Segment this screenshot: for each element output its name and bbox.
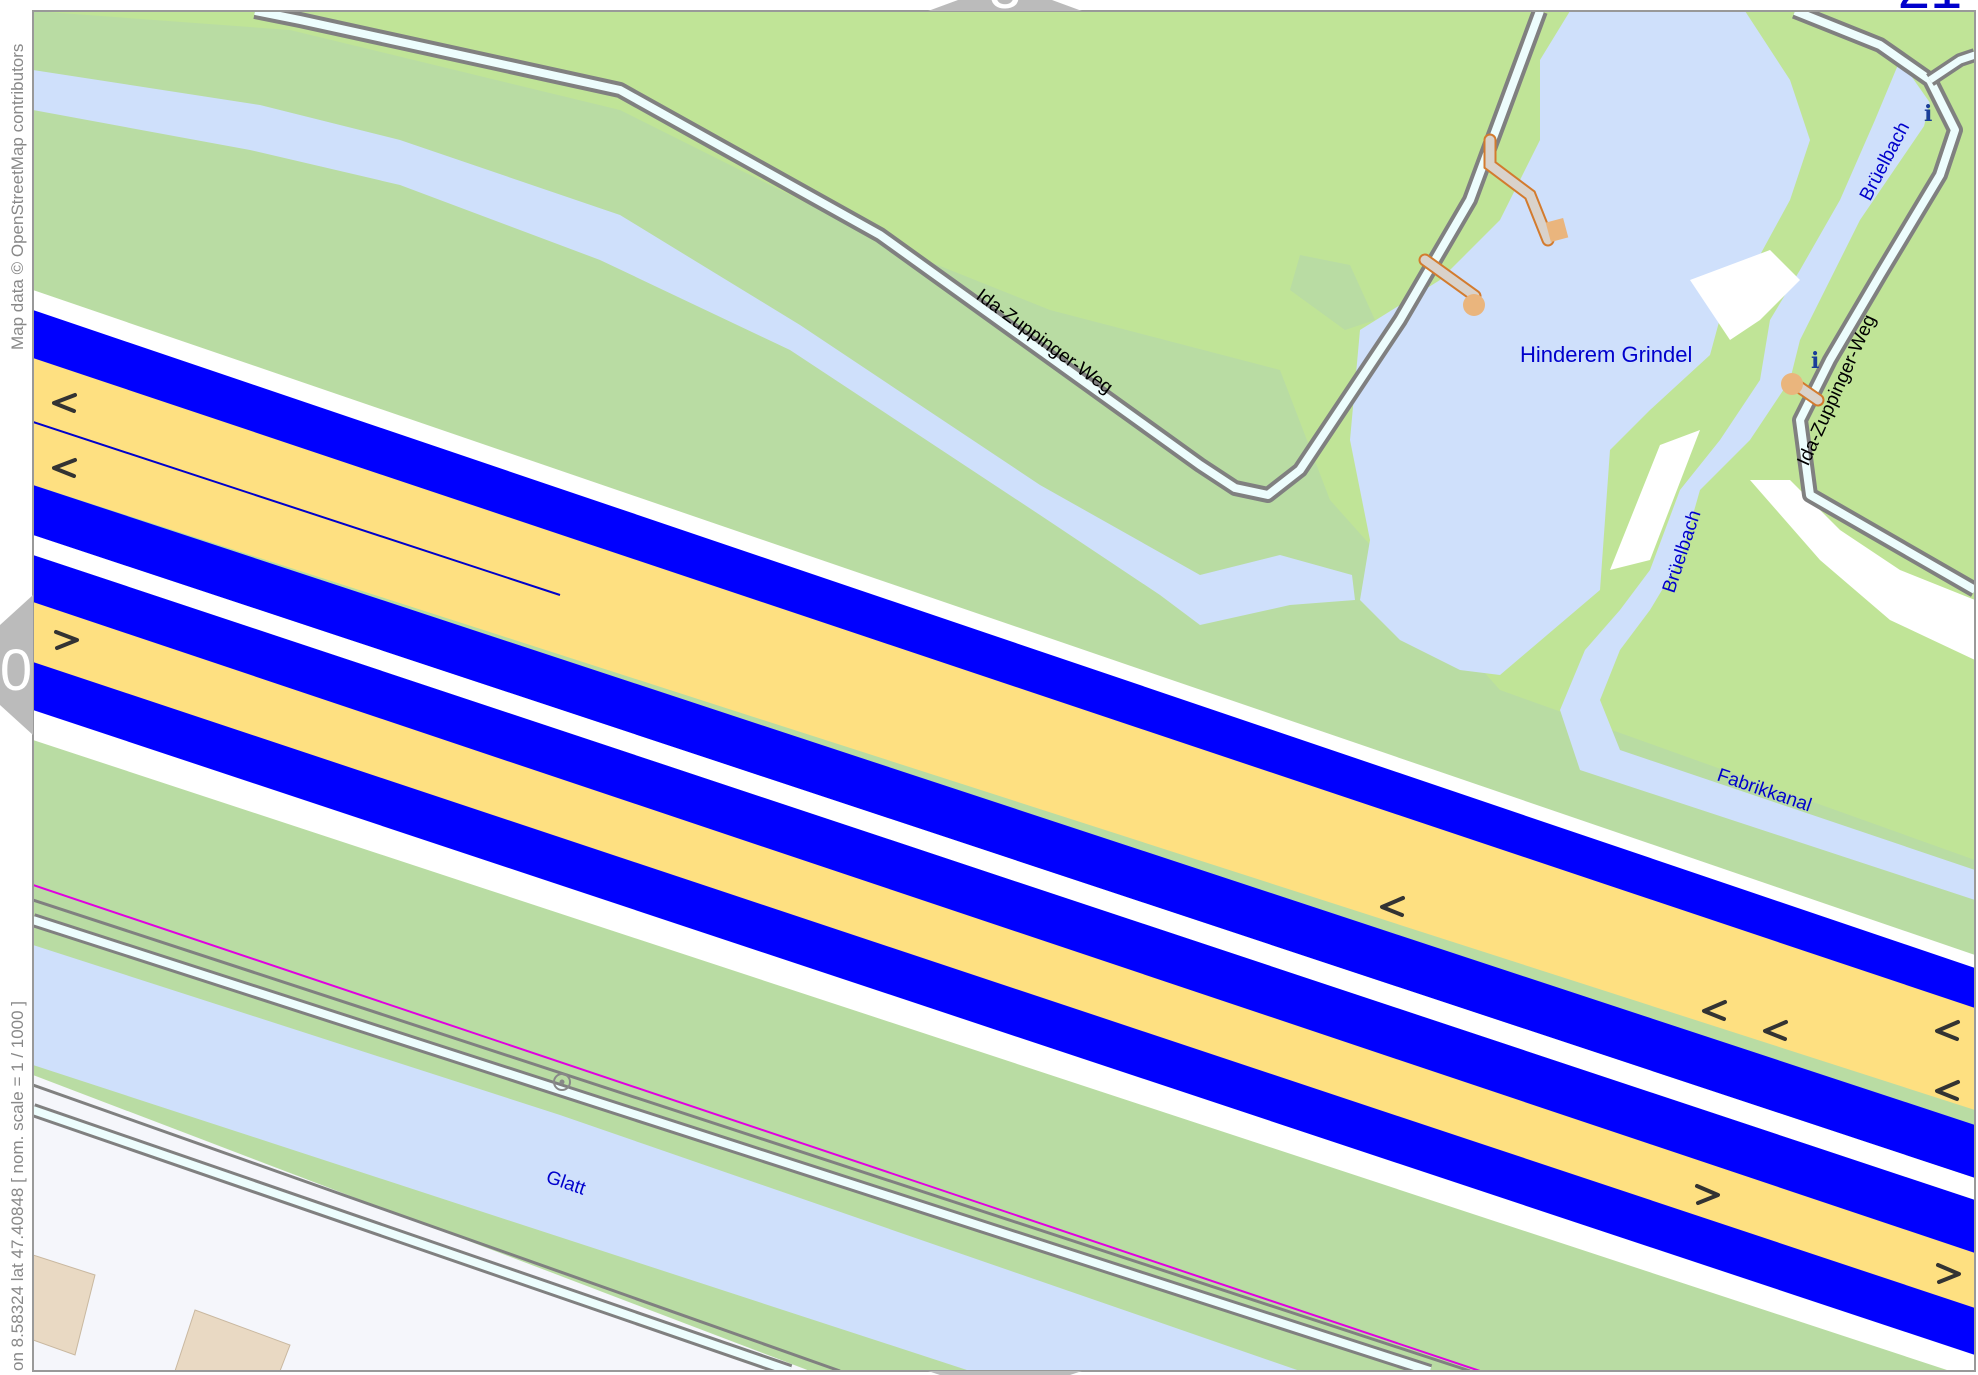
lane-divider — [33, 421, 561, 596]
building-2 — [174, 1309, 291, 1371]
grid-marker-top[interactable]: 3 — [928, 0, 1082, 21]
pond-water — [1350, 11, 1810, 675]
label-hinderem-grindel: Hinderem Grindel — [1520, 342, 1692, 367]
river-glatt — [33, 945, 1300, 1371]
motorway-border-n1 — [33, 310, 1975, 1008]
stream-west — [33, 70, 1355, 625]
svg-text:3: 3 — [989, 0, 1021, 21]
direction-arrow-icon — [52, 393, 1961, 1284]
viewpoint-icon — [553, 1073, 571, 1091]
meadow-patch — [1290, 255, 1375, 330]
path-branch-fill — [1928, 51, 1975, 83]
path-ida-zuppinger-fill — [254, 11, 1544, 499]
path-ida-east-fill — [1793, 11, 1975, 594]
motorway-border-s2 — [33, 662, 1975, 1355]
open-area-3 — [1750, 480, 1975, 660]
riverside-paths — [33, 898, 1471, 1371]
svg-text:0: 0 — [0, 638, 32, 703]
carriageway-south — [33, 600, 1975, 1315]
grid-marker-left[interactable]: 0 — [0, 595, 33, 735]
open-area — [1690, 250, 1800, 340]
motorway-border-s1 — [33, 555, 1975, 1253]
grid-label-top-right: 21 — [1898, 0, 1963, 21]
building-1 — [33, 1254, 96, 1356]
attribution-text: Map data © OpenStreetMap contributors — [8, 44, 27, 350]
info-icon[interactable]: i — [1924, 101, 1932, 127]
motorway-margin-south — [33, 705, 1975, 1371]
open-area-2 — [1610, 430, 1700, 570]
coordinates-text: on 8.58324 lat 47.40848 [ nom. scale = 1… — [8, 1001, 27, 1371]
admin-boundary — [33, 884, 1481, 1371]
jetties — [1418, 133, 1825, 407]
grid-marker-bottom[interactable] — [928, 1371, 1082, 1375]
carriageway-north — [33, 355, 1975, 1110]
motorway-median — [33, 535, 1975, 1200]
info-icon[interactable]: i — [1811, 348, 1819, 374]
motorway-border-n2 — [33, 485, 1975, 1178]
